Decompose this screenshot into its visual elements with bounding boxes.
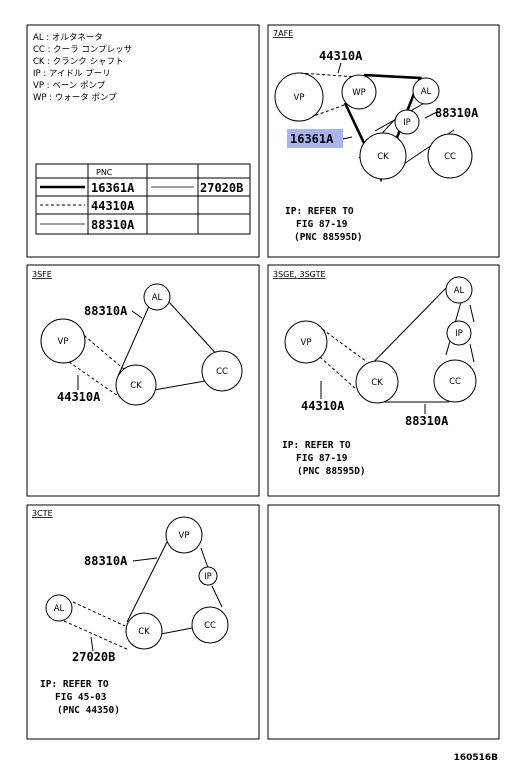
belt-27020b-3cte [63,601,130,651]
pulley-label-al-7afe: AL [421,87,432,97]
pulley-label-ip-3sge: IP [455,329,463,339]
note-line-3-3sge: (PNC 88595D) [297,466,366,477]
pulley-vp-3cte [165,516,203,554]
label-44310a-3sge: 44310A [301,399,345,413]
pulley-cc-3sge [433,359,477,403]
legend-item-al: AL : オルタネータ [33,33,103,43]
pulley-ip-3cte [198,566,218,586]
legend-item-ip: IP : アイドル プーリ [33,69,111,79]
pulley-cc-3sfe [201,350,243,392]
panel-empty [267,504,500,740]
legend-item-vp: VP : ベーン ポンプ [33,81,106,91]
belt-44310a-3sfe [68,331,127,399]
pulley-vp-7afe [274,72,324,122]
legend-panel: AL : オルタネータ CC : クーラ コンプレッサ CK : クランク シャ… [26,24,260,258]
pulley-label-cc-7afe: CC [444,152,456,162]
pulley-ck-3sge [355,360,399,404]
pulley-ip-7afe [394,109,420,135]
pulley-ck-7afe [359,132,407,180]
label-88310a-3sfe: 88310A [84,304,128,318]
note-line-3-7afe: (PNC 88595D) [294,232,363,243]
note-line-3-3cte: (PNC 44350) [57,705,120,716]
pulley-label-ck-3sfe: CK [130,381,142,391]
pulley-label-ck-3cte: CK [138,627,150,637]
panel-3sge-3sgte: 3SGE, 3SGTE AL IP VP CK CC 44310A 88310A… [267,264,500,497]
pulley-ck-3sfe [115,364,157,406]
panel-3cte-title: 3CTE [32,509,53,518]
legend-item-ck: CK : クランク シャフト [33,57,123,67]
note-line-2-7afe: FIG 87-19 [296,219,348,230]
pulley-ip-3sge [446,320,472,346]
pulley-label-al-3sfe: AL [152,293,163,303]
pulley-label-vp-3sge: VP [301,338,312,348]
figure-number: 160516B [454,753,499,763]
pulley-label-vp-3sfe: VP [58,337,69,347]
pulley-label-ip-7afe: IP [403,118,411,128]
label-16361a-7afe: 16361A [290,132,334,146]
pulley-label-al-3cte: AL [54,604,65,614]
pnc-row-1-number: 16361A [91,181,135,195]
note-line-1-3cte: IP: REFER TO [40,679,109,690]
pulley-vp-3sfe [40,318,86,364]
pulley-al-3cte [45,594,73,622]
label-44310a-7afe: 44310A [319,49,363,63]
pulley-label-ip-3cte: IP [204,572,212,582]
pulley-ck-3cte [125,612,163,650]
label-88310a-3sge: 88310A [405,414,449,428]
panel-7afe: 7AFE VP WP AL IP CK CC 44310A 88310A 163… [267,24,500,258]
belt-88310a-3cte [126,541,223,635]
belt-44310a-3sge [317,325,368,391]
legend-item-cc: CC : クーラ コンプレッサ [33,45,132,55]
belt-88310a-3sfe [117,301,221,391]
label-88310a-7afe: 88310A [435,106,479,120]
label-27020b-3cte: 27020B [72,650,115,664]
pnc-table-header: PNC [96,168,113,177]
panel-3cte: 3CTE VP IP AL CK CC 88310A 27020B IP: RE… [26,504,260,740]
panel-3sfe-title: 3SFE [32,270,52,279]
pnc-table: PNC 16361A 27020B 44310A 88310A [35,163,251,235]
pulley-label-vp-7afe: VP [294,93,305,103]
pulley-cc-7afe [427,133,473,179]
pulley-label-vp-3cte: VP [179,531,190,541]
note-line-2-3cte: FIG 45-03 [55,692,107,703]
pulley-al-3sge [445,276,473,304]
pulley-label-cc-3sge: CC [449,377,461,387]
panel-3sfe: 3SFE AL VP CK CC 88310A 44310A [26,264,260,497]
pnc-table-frame [35,163,251,235]
label-44310a-3sfe: 44310A [57,390,101,404]
pulley-label-cc-3sfe: CC [216,367,228,377]
pulley-label-cc-3cte: CC [204,621,216,631]
pulley-al-3sfe [143,283,171,311]
legend-item-wp: WP : ウォータ ポンプ [33,93,117,103]
pulley-wp-7afe [341,74,377,110]
note-line-1-3sge: IP: REFER TO [282,440,351,451]
pulley-al-7afe [412,77,440,105]
pulley-cc-3cte [191,606,229,644]
panel-3sge-title: 3SGE, 3SGTE [273,270,326,279]
pnc-row-1-extra-number: 27020B [200,181,243,195]
pulley-label-ck-3sge: CK [371,378,383,388]
pulley-label-ck-7afe: CK [377,152,389,162]
label-88310a-3cte: 88310A [84,554,128,568]
pulley-vp-3sge [284,320,328,364]
pulley-label-wp-7afe: WP [352,88,366,98]
pnc-row-2-number: 44310A [91,199,135,213]
pnc-row-3-number: 88310A [91,218,135,232]
note-line-1-7afe: IP: REFER TO [285,206,354,217]
pulley-label-al-3sge: AL [454,286,465,296]
note-line-2-3sge: FIG 87-19 [296,453,348,464]
highlight-16361a [287,129,343,148]
panel-7afe-title: 7AFE [273,29,293,38]
